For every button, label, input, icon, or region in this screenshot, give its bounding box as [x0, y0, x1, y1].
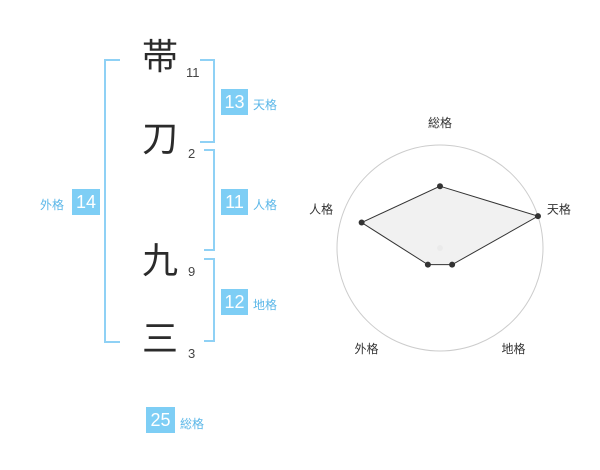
- jinkaku-value-badge: 11: [221, 189, 248, 215]
- soukaku-label: 総格: [180, 417, 205, 431]
- name-char-1: 帯: [142, 37, 179, 78]
- radar-point-3: [449, 261, 456, 268]
- radar-point-2: [534, 213, 541, 220]
- jinkaku-label: 人格: [253, 198, 278, 212]
- gaikaku-label: 外格: [40, 198, 65, 212]
- name-char-4: 三: [142, 319, 179, 360]
- chikaku-value-badge: 12: [221, 289, 248, 315]
- stroke-count-2: 2: [188, 146, 196, 161]
- radar-point-4: [424, 261, 431, 268]
- name-char-3: 九: [142, 241, 179, 282]
- tenkaku-bracket: [200, 59, 215, 143]
- name-char-2: 刀: [142, 119, 179, 160]
- jinkaku-bracket: [204, 149, 215, 251]
- soukaku-value-badge: 25: [146, 407, 175, 433]
- radar-series-area: [360, 185, 540, 266]
- chikaku-bracket: [204, 258, 215, 342]
- gaikaku-value-badge: 14: [72, 189, 100, 215]
- radar-axis-label: 人格: [309, 201, 333, 216]
- radar-axis-label: 総格: [428, 115, 452, 130]
- gaikaku-bracket: [104, 59, 120, 343]
- radar-axis-label: 天格: [547, 201, 571, 216]
- radar-axis-label: 外格: [355, 341, 379, 356]
- chikaku-label: 地格: [253, 298, 278, 312]
- radar-axis-label: 地格: [501, 341, 525, 356]
- radar-point-5: [358, 219, 365, 226]
- tenkaku-label: 天格: [253, 98, 278, 112]
- tenkaku-value-badge: 13: [221, 89, 248, 115]
- stroke-count-1: 11: [186, 65, 200, 80]
- stroke-count-3: 9: [188, 264, 196, 279]
- radar-point-1: [437, 183, 443, 190]
- stroke-count-4: 3: [188, 346, 196, 361]
